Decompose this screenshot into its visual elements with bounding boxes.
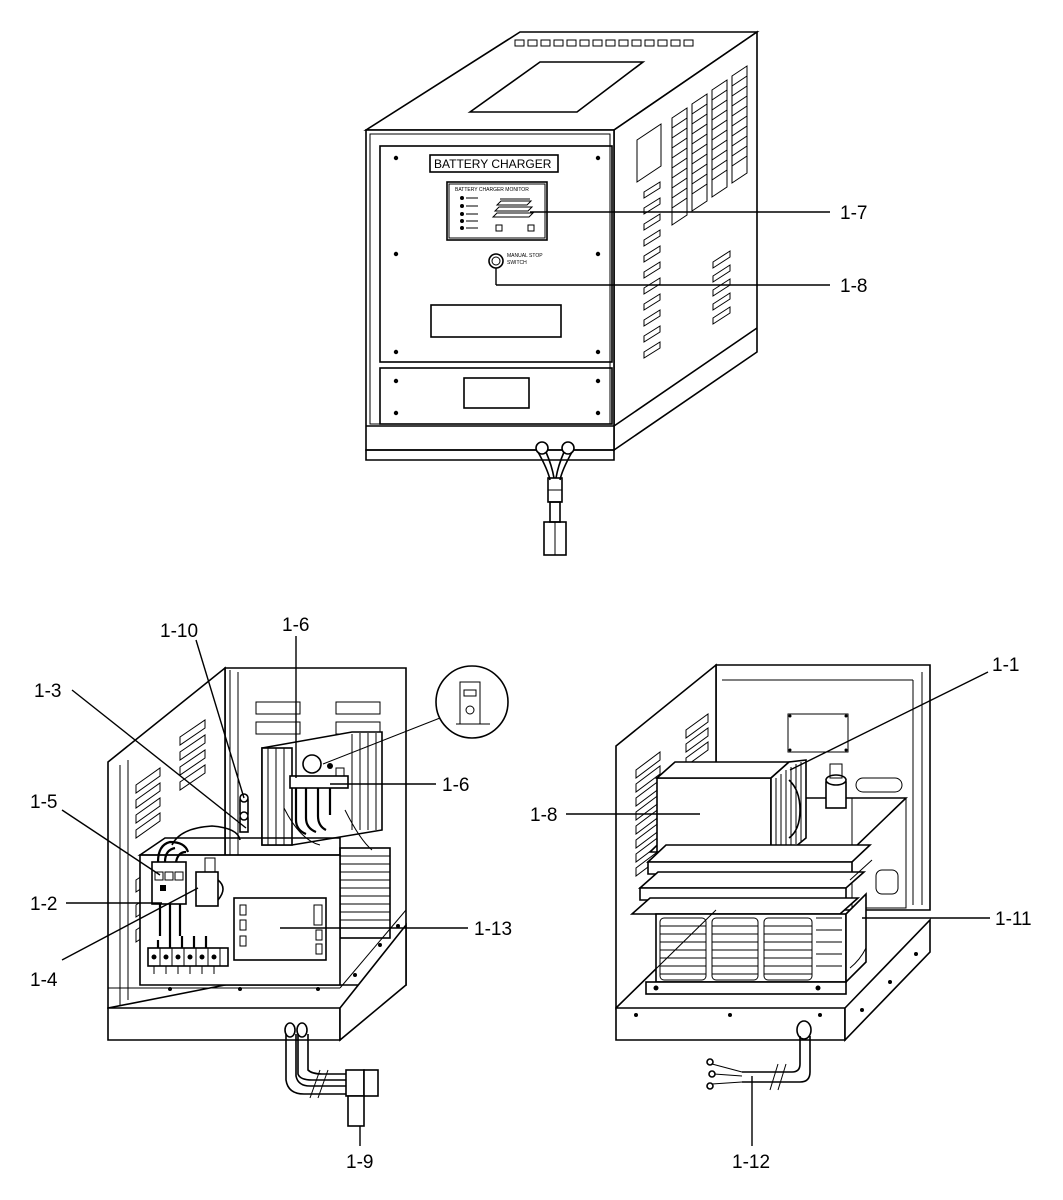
- main-transformer: [645, 859, 873, 995]
- callout-1-3: 1-3: [34, 681, 61, 702]
- leader-1-3: [71, 689, 247, 829]
- side-label-plate: [636, 123, 662, 183]
- charger-transformer-side-view: [615, 663, 931, 1091]
- left-transformer-stack: [339, 847, 391, 939]
- leader-1-10: [195, 639, 245, 799]
- switch-label-2: SWITCH: [507, 260, 527, 266]
- callout-1-12: 1-12: [732, 1152, 770, 1173]
- cabinet-top-window: [467, 61, 646, 113]
- callout-1-9: 1-9: [346, 1152, 373, 1173]
- leader-1-1: [789, 671, 989, 771]
- side-louvers-lower: [643, 181, 731, 359]
- callout-1-1: 1-1: [992, 655, 1019, 676]
- callout-1-5: 1-5: [30, 792, 57, 813]
- output-cable: [535, 441, 575, 556]
- front-display-window: [430, 304, 562, 338]
- terminal-strip: [147, 936, 229, 974]
- switch-label-1: MANUAL STOP: [507, 253, 543, 259]
- bus-bar-rails: [629, 844, 873, 915]
- output-cable-left: [284, 1022, 379, 1127]
- callout-1-13: 1-13: [474, 919, 512, 940]
- magnified-inset: [435, 665, 509, 739]
- title-plate: [429, 154, 559, 173]
- callout-1-8-top: 1-8: [840, 276, 867, 297]
- upper-front-panel: [379, 145, 613, 363]
- right-base-front: [615, 1007, 846, 1041]
- charger-control-side-view: [107, 665, 509, 1127]
- charger-exterior-view: BATTERY CHARGER BATTERY CHARGER MONITOR …: [363, 30, 760, 556]
- callout-1-10: 1-10: [160, 621, 198, 642]
- lower-panel-window: [463, 377, 530, 409]
- panel-title: BATTERY CHARGER: [434, 157, 552, 171]
- callout-1-4: 1-4: [30, 970, 58, 991]
- ac-input-cable: [706, 1020, 812, 1091]
- side-louvers-upper: [671, 65, 748, 226]
- wire-harness-loop: [171, 825, 241, 846]
- monitor-title: BATTERY CHARGER MONITOR: [455, 187, 529, 193]
- rating-plate: [787, 713, 849, 753]
- left-base-side: [339, 922, 407, 1042]
- lower-front-panel: [379, 367, 613, 425]
- callout-1-2: 1-2: [30, 894, 57, 915]
- heatsink-module: [654, 759, 807, 853]
- contactor-wiring: [158, 904, 182, 936]
- filter-capacitor: [825, 763, 847, 809]
- leader-1-5: [61, 809, 161, 876]
- monitor-indicator-leds: [460, 196, 478, 230]
- rectifier-stud: [302, 754, 322, 774]
- top-vent-slots: [514, 39, 694, 47]
- callout-1-11: 1-11: [995, 909, 1032, 930]
- callout-1-8-right: 1-8: [530, 805, 557, 826]
- cabinet-base: [365, 449, 615, 461]
- leader-1-4: [61, 887, 199, 961]
- monitor-level-bars: [491, 198, 535, 218]
- rectifier-heatsink: [261, 731, 383, 851]
- callout-1-6-top: 1-6: [282, 615, 309, 636]
- control-pcb: [233, 897, 327, 961]
- callout-1-7: 1-7: [840, 203, 867, 224]
- battery-monitor-panel: [446, 181, 548, 241]
- callout-1-6-side: 1-6: [442, 775, 469, 796]
- cabinet-front-face: [365, 129, 615, 451]
- right-base-side: [844, 918, 931, 1042]
- diode-block: [289, 775, 349, 789]
